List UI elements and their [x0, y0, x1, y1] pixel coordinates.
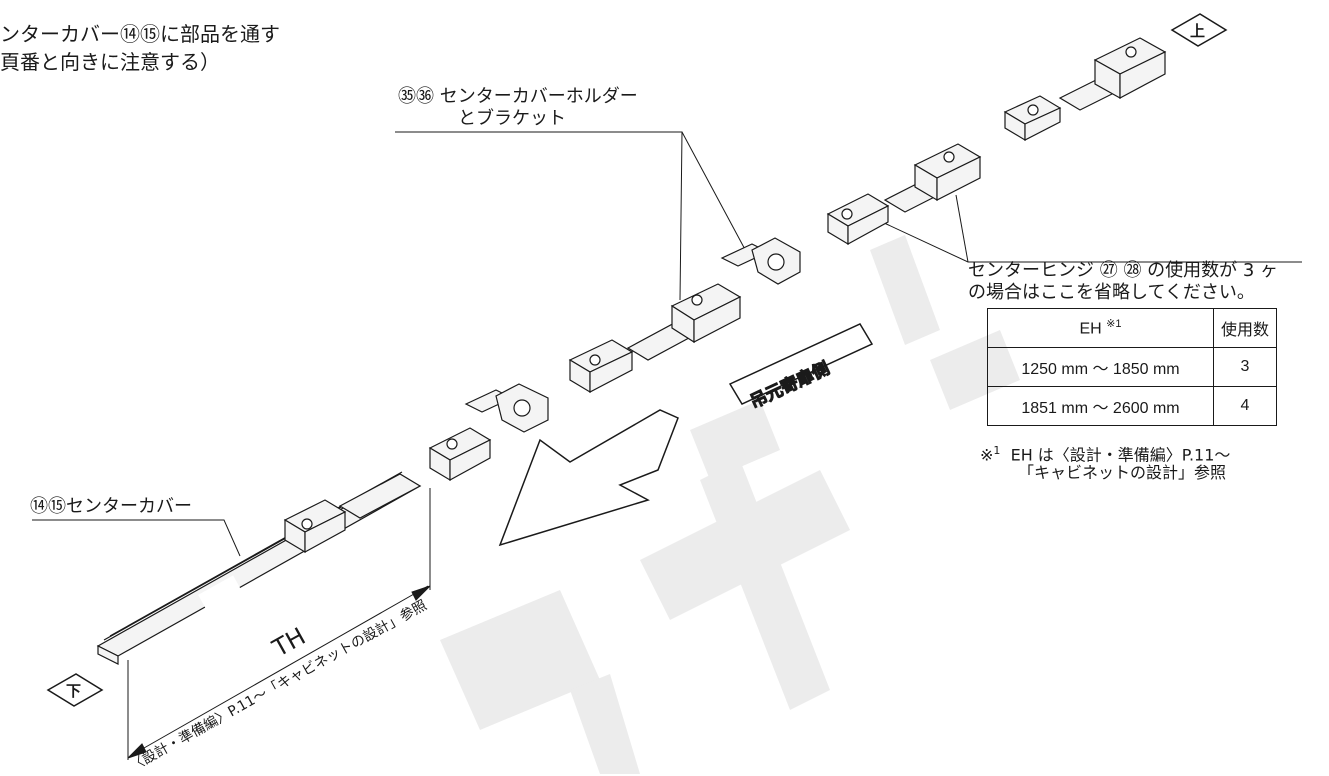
- top-direction-mark: [1170, 13, 1228, 47]
- instruction-line-2: 頁番と向きに注意する）: [0, 50, 220, 74]
- table-header-row: EH ※1 使用数: [987, 308, 1277, 348]
- side-plate: [728, 323, 874, 405]
- center-hinge-unit: [568, 283, 742, 394]
- bottom-mark-label: 下: [66, 682, 82, 700]
- header-eh: EH ※1: [987, 308, 1214, 348]
- table-cell-range: 1250 mm ～ 1850 mm: [987, 347, 1214, 387]
- center-cover-rail: [96, 427, 492, 665]
- hinge-note-line-1: センターヒンジ ㉗ ㉘ の使用数が 3 ヶ: [968, 260, 1279, 281]
- center-cover-label: ⑭⑮センターカバー: [30, 496, 192, 517]
- holder-label-line-2: とブラケット: [458, 108, 566, 129]
- leader-lines: [32, 131, 1302, 557]
- footnote-line-2: 「キャビネットの設計」参照: [1018, 463, 1227, 482]
- bracket: [464, 383, 549, 433]
- table-cell-range: 1851 mm ～ 2600 mm: [987, 386, 1214, 426]
- table-row: 1851 mm ～ 2600 mm 4: [987, 386, 1277, 426]
- table-cell-count: 4: [1213, 386, 1277, 426]
- center-hinge-unit: [826, 143, 982, 246]
- top-mark-label: 上: [1190, 22, 1206, 40]
- center-hinge-unit: [1003, 37, 1167, 142]
- bottom-direction-mark: [46, 673, 104, 707]
- th-dimension: [127, 488, 431, 760]
- header-usage-count: 使用数: [1213, 308, 1277, 348]
- hinge-note-line-2: の場合はここを省略してください。: [968, 282, 1255, 303]
- bracket: [720, 237, 801, 285]
- instruction-line-1: ンターカバー⑭⑮に部品を通す: [0, 22, 280, 46]
- usage-count-table: EH ※1 使用数 1250 mm ～ 1850 mm 3 1851 mm ～ …: [987, 308, 1277, 426]
- holder-label-line-1: ㉟㊱ センターカバーホルダー: [398, 86, 638, 107]
- rail-break: [198, 575, 242, 611]
- table-cell-count: 3: [1213, 347, 1277, 387]
- table-row: 1250 mm ～ 1850 mm 3: [987, 347, 1277, 387]
- direction-arrow: [498, 409, 679, 547]
- footnote-line-1: ※1 EH は〈設計・準備編〉P.11～: [980, 444, 1231, 465]
- watermark: [440, 235, 1020, 774]
